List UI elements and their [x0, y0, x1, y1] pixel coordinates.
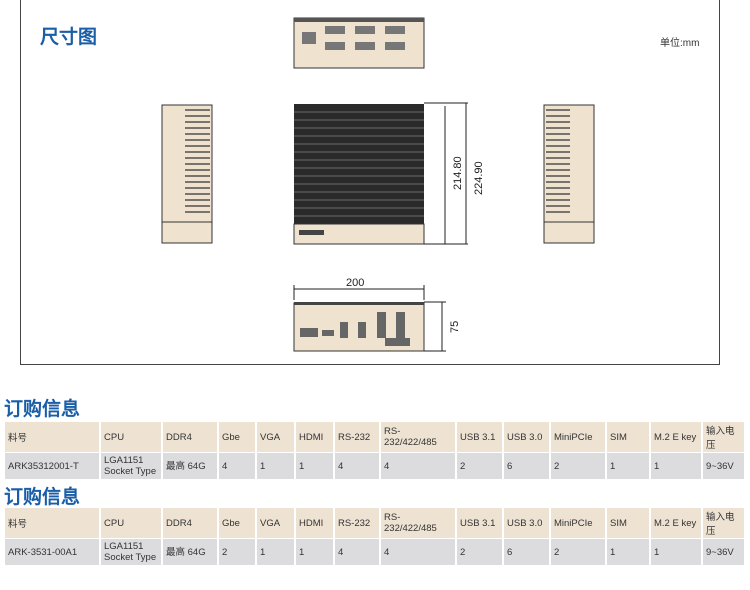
right-side-view: [543, 104, 595, 244]
height-inner-label: 214.80: [452, 156, 464, 190]
cell: 最高 64G: [162, 538, 219, 565]
top-view-rear-panel: [293, 17, 425, 69]
depth-label: 75: [449, 321, 461, 333]
col-hdmi: HDMI: [295, 508, 335, 539]
dimension-drawings: 214.80 224.90 200 75: [161, 17, 595, 352]
cell: 1: [256, 452, 296, 479]
dimension-title: 尺寸图: [40, 27, 98, 48]
col-vga: VGA: [256, 508, 296, 539]
cell: 1: [295, 452, 335, 479]
left-side-view: [161, 104, 213, 244]
front-view: 200 75: [293, 277, 461, 352]
col-m2: M.2 E key: [650, 422, 703, 453]
col-m2: M.2 E key: [650, 508, 703, 539]
col-ddr4: DDR4: [162, 422, 219, 453]
cell: ARK35312001-T: [5, 452, 101, 479]
cell: 4: [380, 538, 457, 565]
cell: 4: [334, 538, 381, 565]
col-vga: VGA: [256, 422, 296, 453]
col-rs232: RS-232: [334, 508, 381, 539]
cell: 2: [550, 452, 607, 479]
width-label: 200: [346, 277, 364, 289]
cell: LGA1151 Socket Type: [100, 452, 163, 479]
unit-label: 单位:mm: [660, 38, 700, 49]
col-usb30: USB 3.0: [503, 508, 551, 539]
cell: 2: [456, 538, 504, 565]
cell: 4: [380, 452, 457, 479]
cell: 6: [503, 538, 551, 565]
col-ddr4: DDR4: [162, 508, 219, 539]
col-cpu: CPU: [100, 508, 163, 539]
cell: 6: [503, 452, 551, 479]
cell: 1: [606, 538, 651, 565]
cell: 1: [256, 538, 296, 565]
cell: 2: [456, 452, 504, 479]
col-hdmi: HDMI: [295, 422, 335, 453]
cell: 最高 64G: [162, 452, 219, 479]
col-part-no: 料号: [5, 508, 101, 539]
cell: 1: [650, 538, 703, 565]
col-usb30: USB 3.0: [503, 422, 551, 453]
cell: 1: [650, 452, 703, 479]
col-usb31: USB 3.1: [456, 422, 504, 453]
dimension-drawing-frame: [20, 0, 720, 365]
col-rs232-422-485: RS-232/422/485: [380, 422, 457, 453]
col-cpu: CPU: [100, 422, 163, 453]
cell: LGA1151 Socket Type: [100, 538, 163, 565]
cell: 1: [295, 538, 335, 565]
col-voltage: 输入电压: [702, 422, 746, 453]
cell: 9~36V: [702, 452, 746, 479]
ordering-info-title-2: 订购信息: [4, 487, 81, 508]
cell: 4: [218, 452, 257, 479]
top-view-heatsink: 214.80 224.90: [293, 102, 485, 245]
col-voltage: 输入电压: [702, 508, 746, 539]
cell: 2: [550, 538, 607, 565]
col-usb31: USB 3.1: [456, 508, 504, 539]
col-sim: SIM: [606, 508, 651, 539]
cell: 2: [218, 538, 257, 565]
cell: 4: [334, 452, 381, 479]
col-sim: SIM: [606, 422, 651, 453]
col-rs232-422-485: RS-232/422/485: [380, 508, 457, 539]
col-gbe: Gbe: [218, 422, 257, 453]
cell: 1: [606, 452, 651, 479]
cell: 9~36V: [702, 538, 746, 565]
col-minipcie: MiniPCIe: [550, 422, 607, 453]
height-outer-label: 224.90: [473, 161, 485, 195]
col-rs232: RS-232: [334, 422, 381, 453]
col-minipcie: MiniPCIe: [550, 508, 607, 539]
cell: ARK-3531-00A1: [5, 538, 101, 565]
col-part-no: 料号: [5, 422, 101, 453]
col-gbe: Gbe: [218, 508, 257, 539]
ordering-info-title-1: 订购信息: [4, 399, 81, 420]
